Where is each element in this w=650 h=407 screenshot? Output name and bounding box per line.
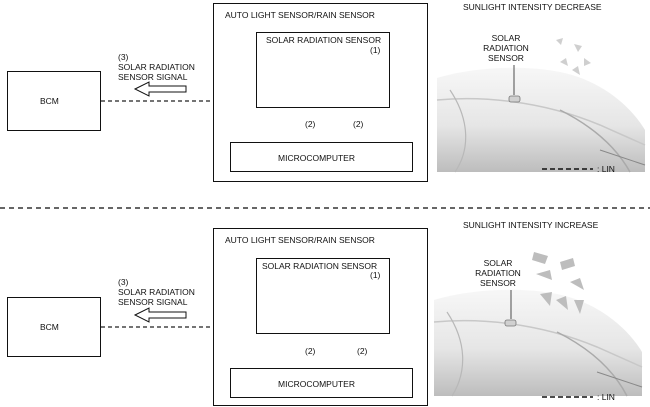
panel-title: SUNLIGHT INTENSITY DECREASE: [463, 2, 602, 12]
panel-title: SUNLIGHT INTENSITY INCREASE: [463, 220, 599, 230]
signal-arrow: [133, 81, 187, 97]
sensor-box: [256, 32, 390, 108]
signal-label-line2: SENSOR SIGNAL: [118, 297, 188, 307]
sensor-number: (1): [370, 270, 381, 280]
signal-number: (3): [118, 52, 129, 62]
flow-label-right: (2): [353, 119, 364, 129]
sun-rays-decrease: [556, 38, 591, 75]
car-sensor-label-3: SENSOR: [488, 53, 524, 63]
sun-rays-increase: [532, 252, 584, 314]
car-sensor-label-1: SOLAR: [483, 258, 513, 268]
flow-label-left: (2): [305, 346, 316, 356]
sensor-label: SOLAR RADIATION SENSOR: [266, 35, 382, 45]
microcomputer-box: [230, 368, 413, 398]
sensor-box: [256, 258, 390, 334]
flow-label-right: (2): [357, 346, 368, 356]
signal-label-line1: SOLAR RADIATION: [118, 287, 195, 297]
microcomputer-label: MICROCOMPUTER: [278, 379, 355, 389]
flow-label-left: (2): [305, 119, 316, 129]
sensor-number: (1): [370, 45, 381, 55]
microcomputer-label: MICROCOMPUTER: [278, 153, 355, 163]
module-title: AUTO LIGHT SENSOR/RAIN SENSOR: [225, 10, 375, 20]
car-sensor-label-3: SENSOR: [480, 278, 516, 288]
bcm-box: [7, 71, 101, 131]
signal-number: (3): [118, 277, 129, 287]
signal-label-line1: SOLAR RADIATION: [118, 62, 195, 72]
car-sensor-label-2: RADIATION: [475, 268, 521, 278]
bcm-label: BCM: [40, 322, 59, 332]
sensor-label: SOLAR RADIATION SENSOR: [262, 261, 378, 271]
module-title: AUTO LIGHT SENSOR/RAIN SENSOR: [225, 235, 375, 245]
signal-arrow: [133, 307, 187, 323]
signal-label-line2: SENSOR SIGNAL: [118, 72, 188, 82]
car-sensor-label-2: RADIATION: [483, 43, 529, 53]
bcm-box: [7, 297, 101, 357]
car-sensor-label-1: SOLAR: [491, 33, 521, 43]
car-image-decrease: [436, 65, 646, 173]
legend-lin-label: : LIN: [597, 164, 615, 174]
microcomputer-box: [230, 142, 413, 172]
bcm-label: BCM: [40, 96, 59, 106]
car-image-increase: [433, 289, 643, 397]
legend-lin-label: : LIN: [597, 392, 615, 402]
